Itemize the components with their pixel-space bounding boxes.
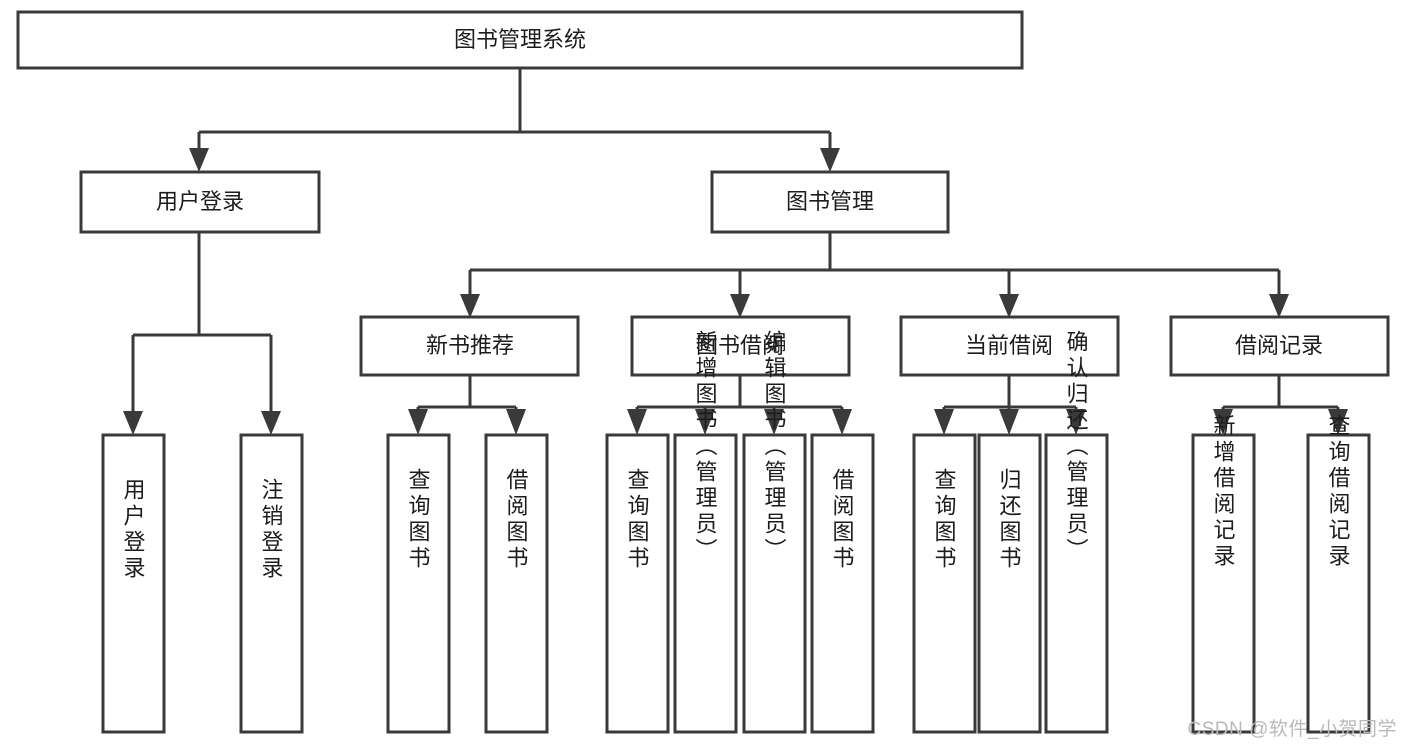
leaf-node-new-book-query[interactable]: 查询图书 (386, 433, 451, 734)
arrow-head-icon (1328, 409, 1348, 435)
arrow-head-icon (123, 411, 143, 435)
leaf-node-current-borrow-return[interactable]: 归还图书 (977, 433, 1042, 734)
node-box[interactable] (810, 433, 875, 734)
leaf-node-book-borrow-borrow[interactable]: 借阅图书 (810, 433, 875, 734)
arrow-head-icon (1213, 409, 1233, 435)
arrow-head-icon (934, 409, 954, 435)
arrow-head-icon (695, 409, 715, 435)
node-user-login[interactable]: 用户登录 (79, 170, 321, 234)
leaf-node-current-borrow-query[interactable]: 查询图书 (912, 433, 977, 734)
node-box[interactable] (239, 433, 304, 734)
connector-root-to-level2 (189, 68, 840, 172)
arrow-head-icon (1066, 409, 1086, 435)
connector-new-book-to-leaves (408, 375, 526, 435)
connector-book-borrow-to-leaves (627, 375, 852, 435)
node-current-borrow[interactable]: 当前借阅 (899, 315, 1120, 377)
node-book-management[interactable]: 图书管理 (710, 170, 950, 234)
node-label: 注销登录 (259, 478, 284, 582)
leaf-node-book-borrow-edit[interactable]: 编辑图书（管理员） (742, 330, 807, 734)
node-label: 图书管理 (786, 189, 874, 214)
node-box[interactable] (605, 433, 670, 734)
node-label: 查询图书 (932, 468, 957, 572)
node-box[interactable] (1169, 315, 1390, 377)
node-label: 新增借阅记录 (1211, 414, 1236, 570)
leaf-node-user-login-logout[interactable]: 注销登录 (239, 433, 304, 734)
leaf-node-borrow-record-add[interactable]: 新增借阅记录 (1191, 414, 1256, 734)
node-label: 图书管理系统 (454, 27, 586, 52)
node-label: 借阅图书 (830, 468, 855, 572)
node-box[interactable] (630, 315, 851, 377)
node-label: 查询借阅记录 (1326, 414, 1351, 570)
node-box[interactable] (484, 433, 549, 734)
arrow-head-icon (261, 411, 281, 435)
node-box[interactable] (101, 433, 166, 734)
node-box[interactable] (673, 433, 738, 734)
node-box[interactable] (16, 10, 1024, 70)
node-box[interactable] (899, 315, 1120, 377)
arrow-head-icon (460, 294, 480, 318)
node-box[interactable] (1191, 433, 1256, 734)
connector-book-manage-to-level3 (460, 232, 1289, 318)
arrow-head-icon (506, 409, 526, 435)
node-label: 当前借阅 (965, 333, 1053, 358)
leaf-node-user-login-login[interactable]: 用户登录 (101, 433, 166, 734)
node-root-system[interactable]: 图书管理系统 (16, 10, 1024, 70)
node-label: 用户登录 (156, 189, 244, 214)
arrow-head-icon (730, 294, 750, 318)
arrow-head-icon (189, 148, 209, 172)
node-label: 归还图书 (997, 468, 1022, 572)
node-label: 用户登录 (121, 478, 146, 582)
node-label: 编辑图书（管理员） (762, 330, 787, 564)
arrow-head-icon (820, 148, 840, 172)
node-box[interactable] (1044, 433, 1109, 734)
node-label: 借阅图书 (504, 468, 529, 572)
arrow-head-icon (627, 409, 647, 435)
arrow-head-icon (764, 409, 784, 435)
node-box[interactable] (359, 315, 580, 377)
arrow-head-icon (999, 294, 1019, 318)
node-label: 查询图书 (406, 468, 431, 572)
node-label: 确认归还（管理员） (1064, 330, 1089, 564)
node-box[interactable] (912, 433, 977, 734)
node-box[interactable] (1306, 433, 1371, 734)
connector-user-login-to-leaves (123, 232, 281, 435)
connector-borrow-records-to-leaves (1213, 375, 1348, 435)
node-box[interactable] (977, 433, 1042, 734)
leaf-node-book-borrow-query[interactable]: 查询图书 (605, 433, 670, 734)
node-label: 查询图书 (625, 468, 650, 572)
node-label: 新增图书（管理员） (693, 330, 718, 564)
node-new-book-recommend[interactable]: 新书推荐 (359, 315, 580, 377)
node-label: 图书借阅 (696, 333, 784, 358)
leaf-node-borrow-record-query[interactable]: 查询借阅记录 (1306, 414, 1371, 734)
node-borrow-records[interactable]: 借阅记录 (1169, 315, 1390, 377)
connector-current-borrow-to-leaves (934, 375, 1086, 435)
arrow-head-icon (832, 409, 852, 435)
leaf-node-book-borrow-add[interactable]: 新增图书（管理员） (673, 330, 738, 734)
node-label: 借阅记录 (1235, 333, 1323, 358)
node-box[interactable] (710, 170, 950, 234)
node-label: 新书推荐 (426, 333, 514, 358)
arrow-head-icon (408, 409, 428, 435)
arrow-head-icon (999, 409, 1019, 435)
node-box[interactable] (742, 433, 807, 734)
leaf-node-new-book-borrow[interactable]: 借阅图书 (484, 433, 549, 734)
node-book-borrow[interactable]: 图书借阅 (630, 315, 851, 377)
node-box[interactable] (79, 170, 321, 234)
arrow-head-icon (1269, 294, 1289, 318)
leaf-node-current-borrow-confirm[interactable]: 确认归还（管理员） (1044, 330, 1109, 734)
node-box[interactable] (386, 433, 451, 734)
